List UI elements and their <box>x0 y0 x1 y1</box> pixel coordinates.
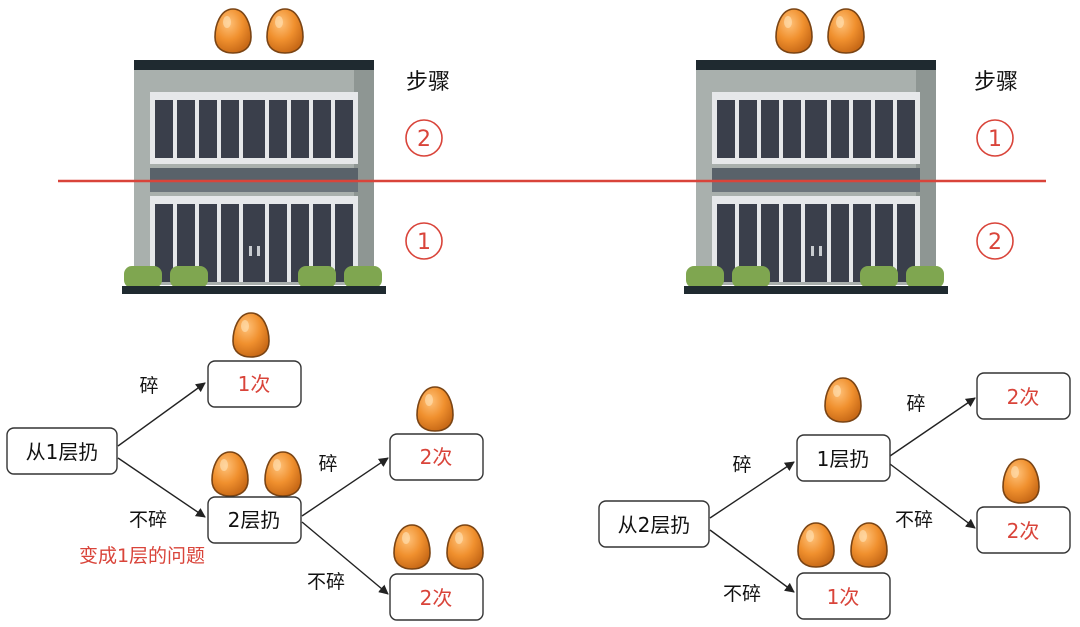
right-mid-result-break-box <box>976 372 1071 420</box>
right-branch-nobreak-label: 不碎 <box>723 583 761 605</box>
left-note: 变成1层的问题 <box>79 545 205 567</box>
egg-icon <box>416 386 454 432</box>
right-mid-result-break-label: 2次 <box>1007 385 1040 409</box>
right-mid-break-label: 碎 <box>906 393 925 415</box>
right-mid-result-nobreak-box <box>976 506 1071 554</box>
arrow-icon <box>709 461 795 519</box>
left-step-circle-bottom <box>405 222 443 260</box>
arrow-icon <box>301 457 389 517</box>
egg-icon <box>775 8 813 54</box>
right-step-top: 1 <box>988 127 1002 152</box>
egg-icon <box>214 8 252 54</box>
left-mid-result-nobreak-box <box>389 573 484 621</box>
left-step-top: 2 <box>417 127 431 152</box>
right-root-box <box>598 500 710 548</box>
right-step-circle-top <box>976 119 1014 157</box>
left-building <box>122 60 386 294</box>
right-mid-nobreak-label: 不碎 <box>895 509 933 531</box>
egg-icon <box>446 524 484 570</box>
arrow-icon <box>889 463 976 529</box>
right-result-nobreak-label: 1次 <box>827 585 860 609</box>
egg-icon <box>264 451 302 497</box>
left-root-box <box>6 427 118 475</box>
left-step-bottom: 1 <box>417 230 431 255</box>
right-branch-break-label: 碎 <box>732 454 751 476</box>
right-step-bottom: 2 <box>988 230 1002 255</box>
left-mid-label: 2层扔 <box>228 508 281 532</box>
left-mid-box <box>207 496 302 544</box>
right-result-nobreak-box <box>796 572 891 620</box>
egg-icon <box>824 377 862 423</box>
egg-icon <box>266 8 304 54</box>
right-mid-label: 1层扔 <box>817 447 870 471</box>
right-mid-result-nobreak-label: 2次 <box>1007 519 1040 543</box>
egg-icon <box>827 8 865 54</box>
egg-icon <box>797 522 835 568</box>
right-building <box>684 60 948 294</box>
left-root-label: 从1层扔 <box>26 440 99 464</box>
egg-icon <box>850 522 888 568</box>
right-step-circle-bottom <box>976 222 1014 260</box>
arrow-icon <box>889 397 976 457</box>
right-root-label: 从2层扔 <box>618 513 691 537</box>
left-step-heading: 步骤 <box>406 70 450 95</box>
arrow-icon <box>117 457 206 518</box>
egg-icon <box>232 312 270 358</box>
right-step-heading: 步骤 <box>974 70 1018 95</box>
left-mid-break-label: 碎 <box>318 453 337 475</box>
left-branch-nobreak-label: 不碎 <box>129 509 167 531</box>
left-step-circle-top <box>405 119 443 157</box>
egg-icon <box>211 451 249 497</box>
arrow-icon <box>301 521 389 595</box>
building-icon <box>122 60 386 294</box>
left-branch-break-label: 碎 <box>139 375 158 397</box>
building-icon <box>684 60 948 294</box>
egg-icon <box>1002 458 1040 504</box>
left-mid-result-break-box <box>389 433 484 481</box>
right-mid-box <box>796 434 891 482</box>
arrow-icon <box>709 529 795 593</box>
left-mid-result-break-label: 2次 <box>420 445 453 469</box>
egg-icon <box>393 524 431 570</box>
left-result-break-label: 1次 <box>238 372 271 396</box>
arrow-icon <box>117 382 206 447</box>
left-result-break-box <box>207 360 302 408</box>
left-mid-result-nobreak-label: 2次 <box>420 586 453 610</box>
left-mid-nobreak-label: 不碎 <box>307 571 345 593</box>
